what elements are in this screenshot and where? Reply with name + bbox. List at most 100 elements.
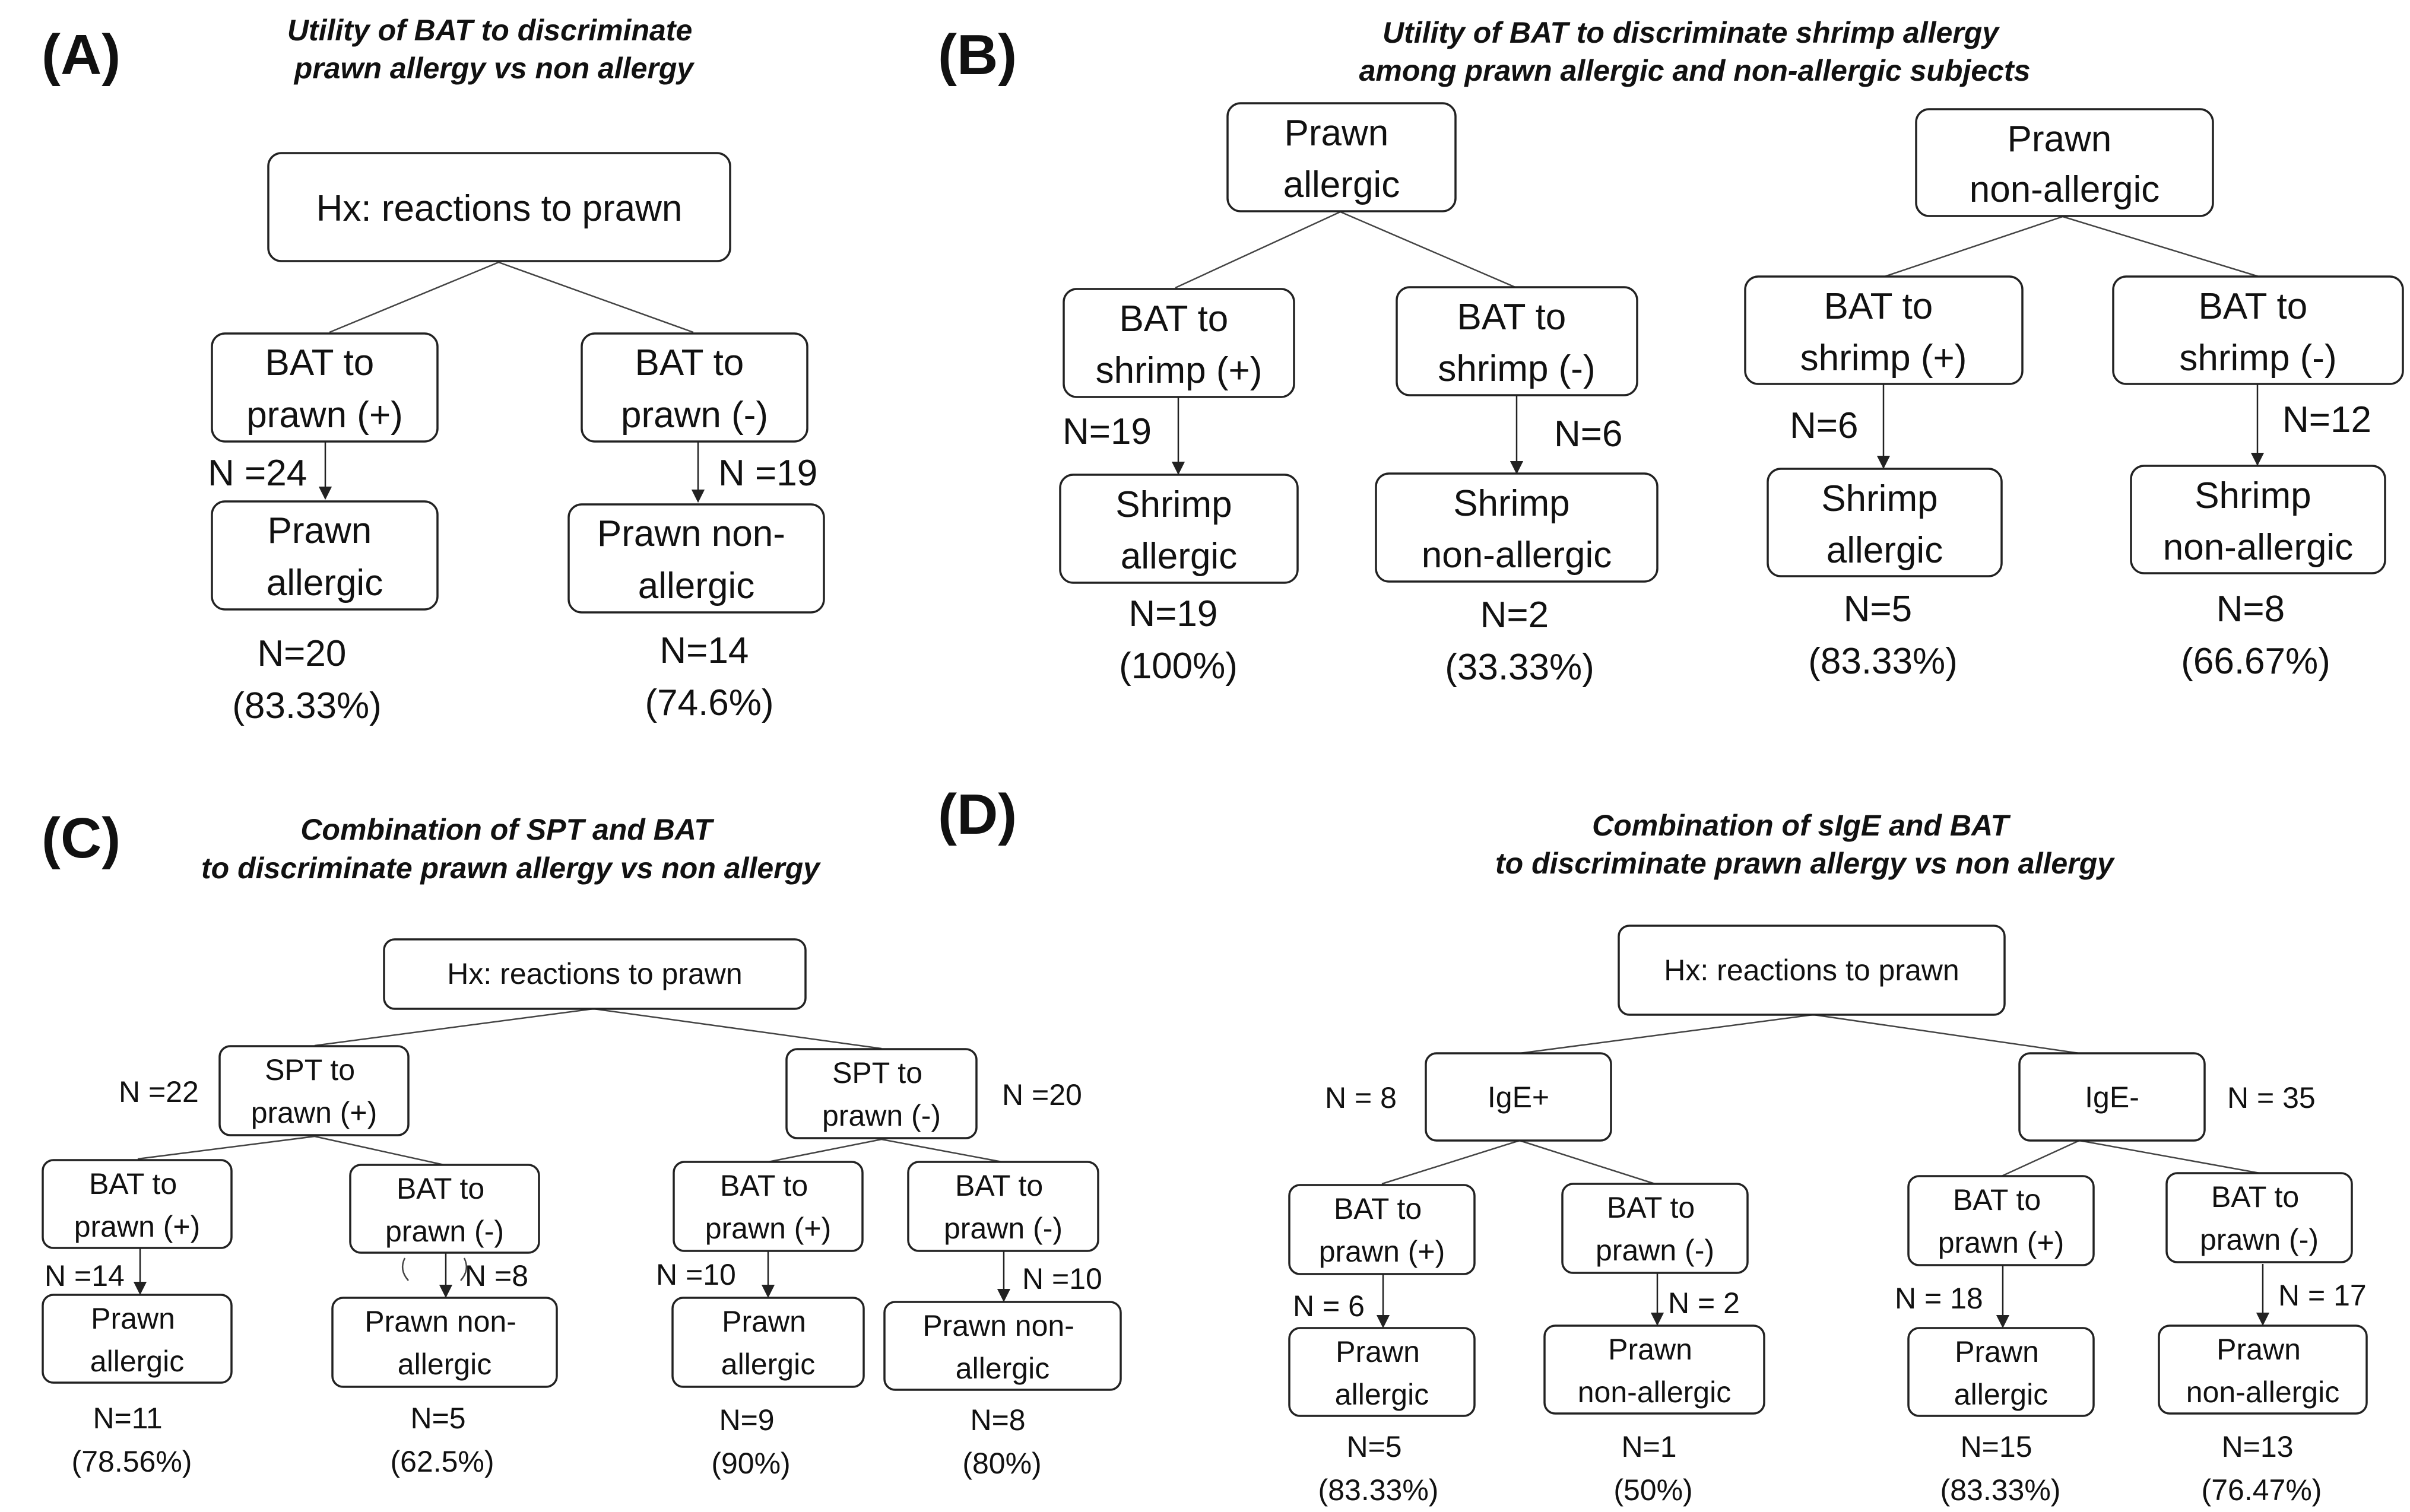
edge	[329, 261, 499, 333]
svg-text:BAT to prawn (+): BAT to prawn (+)	[1319, 1192, 1445, 1268]
svg-text:Prawn non- allergic: Prawn non- allergic	[922, 1309, 1083, 1385]
c-outcome-4-node: Prawn non- allergic	[883, 1301, 1122, 1391]
d-bat-2-node: BAT to prawn (-)	[1561, 1183, 1749, 1274]
svg-text:Prawn allergic: Prawn allergic	[721, 1305, 815, 1381]
c-bat-2-node: BAT to prawn (-)	[349, 1164, 540, 1254]
svg-text:BAT to prawn (+): BAT to prawn (+)	[246, 342, 403, 436]
svg-text:Prawn allergic: Prawn allergic	[1283, 113, 1400, 205]
edge	[1813, 1014, 2080, 1054]
svg-text:Shrimp allergic: Shrimp allergic	[1115, 484, 1242, 577]
edge	[2079, 1139, 2260, 1174]
c-count-spt-negative: N =20	[1002, 1078, 1082, 1111]
c-root-node: Hx: reactions to prawn	[383, 938, 807, 1010]
svg-text:BAT to prawn (+): BAT to prawn (+)	[705, 1169, 832, 1245]
d-result-3: N=15 (83.33%)	[1940, 1430, 2061, 1507]
c-outcome-1-node: Prawn allergic	[42, 1294, 233, 1384]
edge	[1381, 1139, 1520, 1185]
edge	[1340, 211, 1517, 289]
d-ige-positive-node: IgE+	[1425, 1052, 1612, 1142]
b-bat-shrimp-negative-node: BAT to shrimp (-)	[1396, 286, 1638, 396]
c-outcome-2-node: Prawn non- allergic	[331, 1297, 558, 1388]
svg-text:BAT to prawn (-): BAT to prawn (-)	[944, 1169, 1063, 1245]
edge	[314, 1135, 445, 1166]
svg-text:Hx: reactions to prawn: Hx: reactions to prawn	[447, 957, 742, 990]
svg-text:Prawn allergic: Prawn allergic	[90, 1302, 184, 1378]
d-result-2: N=1 (50%)	[1613, 1430, 1692, 1507]
d-count-4: N = 17	[2278, 1279, 2367, 1312]
d-result-1: N=5 (83.33%)	[1318, 1430, 1439, 1507]
panel-b-title: Utility of BAT to discriminate shrimp al…	[1359, 16, 2031, 87]
panel-d-title: Combination of sIgE and BAT to discrimin…	[1495, 809, 2115, 880]
edge	[1519, 1139, 1656, 1185]
edge	[1175, 211, 1341, 289]
c-result-1: N=11 (78.56%)	[72, 1402, 192, 1478]
b-bat-shrimp-positive-node-2: BAT to shrimp (+)	[1744, 275, 2024, 385]
c-bat-4-node: BAT to prawn (-)	[907, 1161, 1099, 1252]
edge	[2062, 215, 2259, 278]
svg-text:SPT to prawn (-): SPT to prawn (-)	[822, 1056, 941, 1132]
c-outcome-3-node: Prawn allergic	[671, 1297, 865, 1388]
svg-text:Prawn non- allergic: Prawn non- allergic	[364, 1305, 525, 1381]
panel-d: (D) Combination of sIgE and BAT to discr…	[938, 783, 2368, 1507]
b-outcome-shrimp-allergic-node-2: Shrimp allergic	[1767, 468, 2003, 577]
d-outcome-1-node: Prawn allergic	[1288, 1327, 1476, 1417]
edge	[768, 1138, 882, 1163]
d-ige-negative-node: IgE-	[2018, 1052, 2206, 1142]
panel-a-letter: (A)	[42, 23, 120, 87]
svg-text:BAT to prawn (-): BAT to prawn (-)	[385, 1172, 504, 1248]
svg-text:Prawn allergic: Prawn allergic	[1954, 1335, 2048, 1411]
c-count-4: N =10	[1022, 1262, 1102, 1295]
a-outcome-allergic-node: Prawn allergic	[211, 500, 439, 611]
a-count-positive: N =24	[208, 453, 307, 494]
b-result-4: N=8 (66.67%)	[2181, 589, 2330, 682]
panel-a: (A) Utility of BAT to discriminate prawn…	[42, 14, 825, 726]
svg-text:BAT to shrimp (+): BAT to shrimp (+)	[1096, 298, 1263, 391]
b-count-3: N=6	[1790, 405, 1858, 446]
svg-text:Shrimp non-allergic: Shrimp non-allergic	[1422, 483, 1612, 576]
b-result-3: N=5 (83.33%)	[1808, 589, 1958, 682]
d-count-1: N = 6	[1293, 1289, 1365, 1323]
edge	[1519, 1014, 1814, 1054]
svg-text:BAT to prawn (+): BAT to prawn (+)	[74, 1167, 201, 1243]
svg-text:BAT to prawn (-): BAT to prawn (-)	[1596, 1191, 1714, 1267]
c-bat-3-node: BAT to prawn (+)	[673, 1161, 864, 1252]
c-count-1: N =14	[45, 1259, 125, 1292]
c-result-3: N=9 (90%)	[711, 1403, 790, 1480]
d-root-node: Hx: reactions to prawn	[1618, 925, 2006, 1016]
b-count-2: N=6	[1554, 414, 1622, 455]
svg-text:Prawn non-allergic: Prawn non-allergic	[1578, 1333, 1731, 1409]
a-result-allergic: N=20 (83.33%)	[232, 633, 382, 726]
svg-text:BAT to shrimp (+): BAT to shrimp (+)	[1800, 286, 1967, 379]
a-bat-positive-node: BAT to prawn (+)	[211, 332, 439, 443]
edge	[1884, 215, 2063, 278]
b-root-prawn-allergic-node: Prawn allergic	[1226, 102, 1457, 212]
d-count-3: N = 18	[1895, 1282, 1983, 1315]
a-root-node: Hx: reactions to prawn	[267, 152, 731, 262]
panel-d-letter: (D)	[938, 783, 1017, 846]
b-bat-shrimp-negative-node-2: BAT to shrimp (-)	[2112, 275, 2404, 385]
panel-c: (C) Combination of SPT and BAT to discri…	[42, 806, 1122, 1480]
d-outcome-3-node: Prawn allergic	[1907, 1327, 2095, 1417]
svg-text:Prawn non- allergic: Prawn non- allergic	[597, 513, 795, 606]
svg-text:Hx: reactions to prawn: Hx: reactions to prawn	[1664, 954, 1959, 987]
svg-text:BAT to shrimp (-): BAT to shrimp (-)	[1438, 297, 1595, 389]
b-count-1: N=19	[1063, 411, 1152, 452]
svg-text:Shrimp non-allergic: Shrimp non-allergic	[2163, 475, 2354, 568]
b-result-1: N=19 (100%)	[1119, 593, 1238, 687]
edge	[498, 261, 694, 333]
a-count-negative: N =19	[718, 453, 817, 494]
panel-b: (B) Utility of BAT to discriminate shrim…	[938, 16, 2404, 688]
c-result-2: N=5 (62.5%)	[390, 1402, 494, 1478]
b-bat-shrimp-positive-node: BAT to shrimp (+)	[1063, 288, 1295, 398]
svg-text:BAT to prawn (+): BAT to prawn (+)	[1938, 1183, 2065, 1259]
b-result-2: N=2 (33.33%)	[1445, 595, 1594, 688]
d-count-2: N = 2	[1668, 1287, 1740, 1320]
d-outcome-4-node: Prawn non-allergic	[2158, 1324, 2368, 1415]
b-outcome-shrimp-allergic-node: Shrimp allergic	[1059, 474, 1299, 584]
svg-text:Prawn allergic: Prawn allergic	[267, 510, 383, 603]
d-count-ige-positive: N = 8	[1325, 1081, 1397, 1114]
edge	[881, 1138, 1003, 1163]
edge	[314, 1008, 594, 1047]
a-result-nonallergic: N=14 (74.6%)	[645, 630, 773, 723]
d-outcome-2-node: Prawn non-allergic	[1543, 1324, 1765, 1415]
